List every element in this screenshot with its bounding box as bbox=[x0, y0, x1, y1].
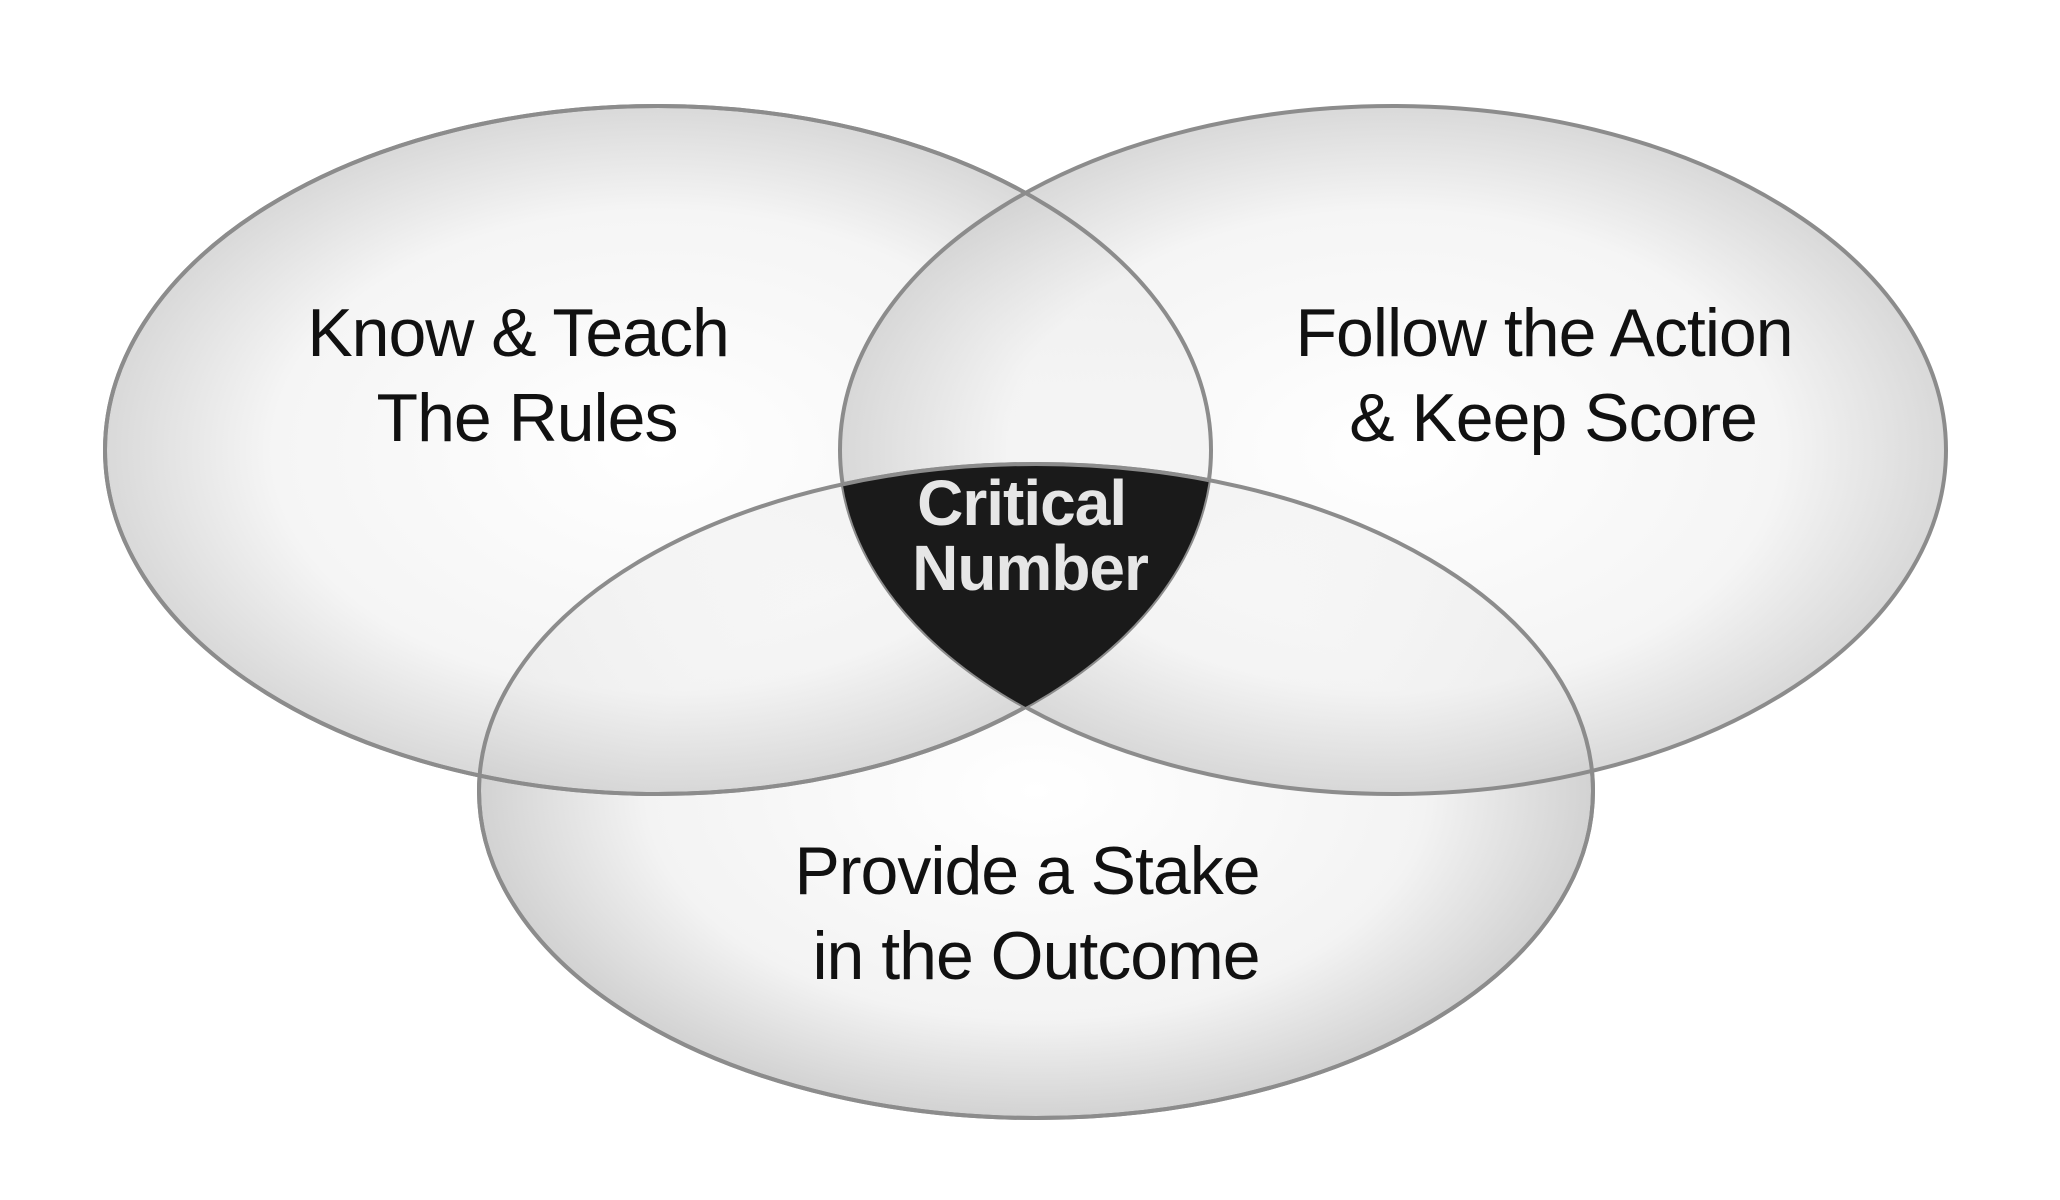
circle-left-outline bbox=[103, 104, 1213, 796]
left-label-line-2: The Rules bbox=[377, 380, 678, 456]
center-label: Critical Number bbox=[912, 467, 1148, 604]
right-label-line-2: & Keep Score bbox=[1349, 380, 1757, 456]
left-label-line-1: Know & Teach bbox=[307, 295, 728, 371]
center-label-line-1: Critical bbox=[917, 467, 1126, 539]
center-label-line-2: Number bbox=[912, 532, 1148, 604]
bottom-label-line-2: in the Outcome bbox=[812, 918, 1259, 994]
bottom-label-line-1: Provide a Stake bbox=[795, 833, 1260, 909]
left-circle-label: Know & Teach The Rules bbox=[307, 295, 746, 456]
right-circle-label: Follow the Action & Keep Score bbox=[1296, 295, 1811, 456]
bottom-circle-label: Provide a Stake in the Outcome bbox=[795, 833, 1278, 994]
right-label-line-1: Follow the Action bbox=[1296, 295, 1793, 371]
